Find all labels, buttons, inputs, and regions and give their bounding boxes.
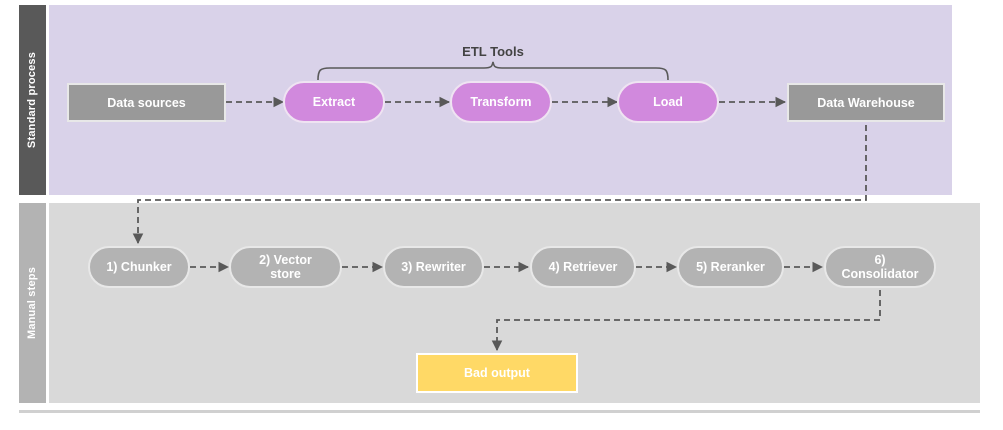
- lane-label-standard-process: Standard process: [19, 5, 46, 195]
- node-bad-output[interactable]: Bad output: [416, 353, 578, 393]
- node-vector-store-label-line1: 2) Vector: [259, 253, 312, 267]
- node-rewriter[interactable]: 3) Rewriter: [383, 246, 484, 288]
- node-chunker-label: 1) Chunker: [106, 260, 172, 274]
- node-extract[interactable]: Extract: [283, 81, 385, 123]
- node-retriever-label: 4) Retriever: [548, 260, 618, 274]
- node-data-sources-label: Data sources: [107, 95, 186, 110]
- node-vector-store-label-line2: store: [270, 267, 301, 281]
- lane-label-standard-process-text: Standard process: [26, 51, 39, 149]
- node-consolidator[interactable]: 6) Consolidator: [824, 246, 936, 288]
- node-load-label: Load: [653, 95, 683, 109]
- bottom-divider: [19, 410, 980, 413]
- node-transform[interactable]: Transform: [450, 81, 552, 123]
- node-chunker[interactable]: 1) Chunker: [88, 246, 190, 288]
- lane-label-manual-steps-text: Manual steps: [26, 266, 39, 340]
- node-vector-store[interactable]: 2) Vector store: [229, 246, 342, 288]
- node-transform-label: Transform: [470, 95, 532, 109]
- lane-label-manual-steps: Manual steps: [19, 203, 46, 403]
- node-reranker[interactable]: 5) Reranker: [677, 246, 784, 288]
- node-data-warehouse[interactable]: Data Warehouse: [787, 83, 945, 122]
- node-retriever[interactable]: 4) Retriever: [530, 246, 636, 288]
- node-data-warehouse-label: Data Warehouse: [817, 95, 915, 110]
- node-load[interactable]: Load: [617, 81, 719, 123]
- node-consolidator-label-line1: 6): [874, 253, 886, 267]
- node-extract-label: Extract: [312, 95, 356, 109]
- node-rewriter-label: 3) Rewriter: [401, 260, 466, 274]
- node-consolidator-label-line2: Consolidator: [841, 267, 919, 281]
- node-reranker-label: 5) Reranker: [696, 260, 765, 274]
- node-data-sources[interactable]: Data sources: [67, 83, 226, 122]
- etl-tools-label: ETL Tools: [462, 44, 524, 59]
- node-bad-output-label: Bad output: [464, 366, 530, 380]
